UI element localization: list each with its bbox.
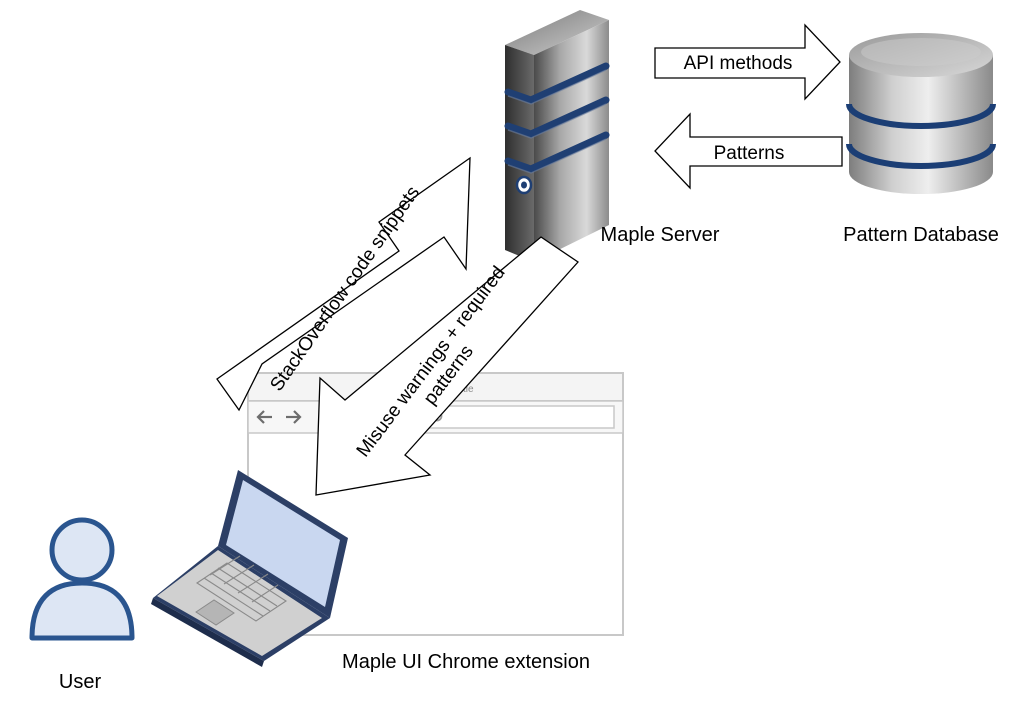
api-methods-arrow: API methods xyxy=(654,23,841,101)
address-bar xyxy=(426,405,615,429)
patterns-arrow: Patterns xyxy=(654,112,843,190)
patterns-label: Patterns xyxy=(714,143,785,164)
extension-label: Maple UI Chrome extension xyxy=(342,651,590,673)
laptop-icon xyxy=(151,470,348,667)
server-label: Maple Server xyxy=(601,224,720,246)
server-icon xyxy=(504,10,610,262)
back-arrow-icon xyxy=(256,410,272,424)
database-icon xyxy=(846,33,996,194)
forward-arrow-icon xyxy=(286,410,302,424)
user-label: User xyxy=(59,671,102,693)
user-icon xyxy=(29,517,135,641)
api-methods-label: API methods xyxy=(684,53,793,74)
database-label: Pattern Database xyxy=(843,224,999,246)
